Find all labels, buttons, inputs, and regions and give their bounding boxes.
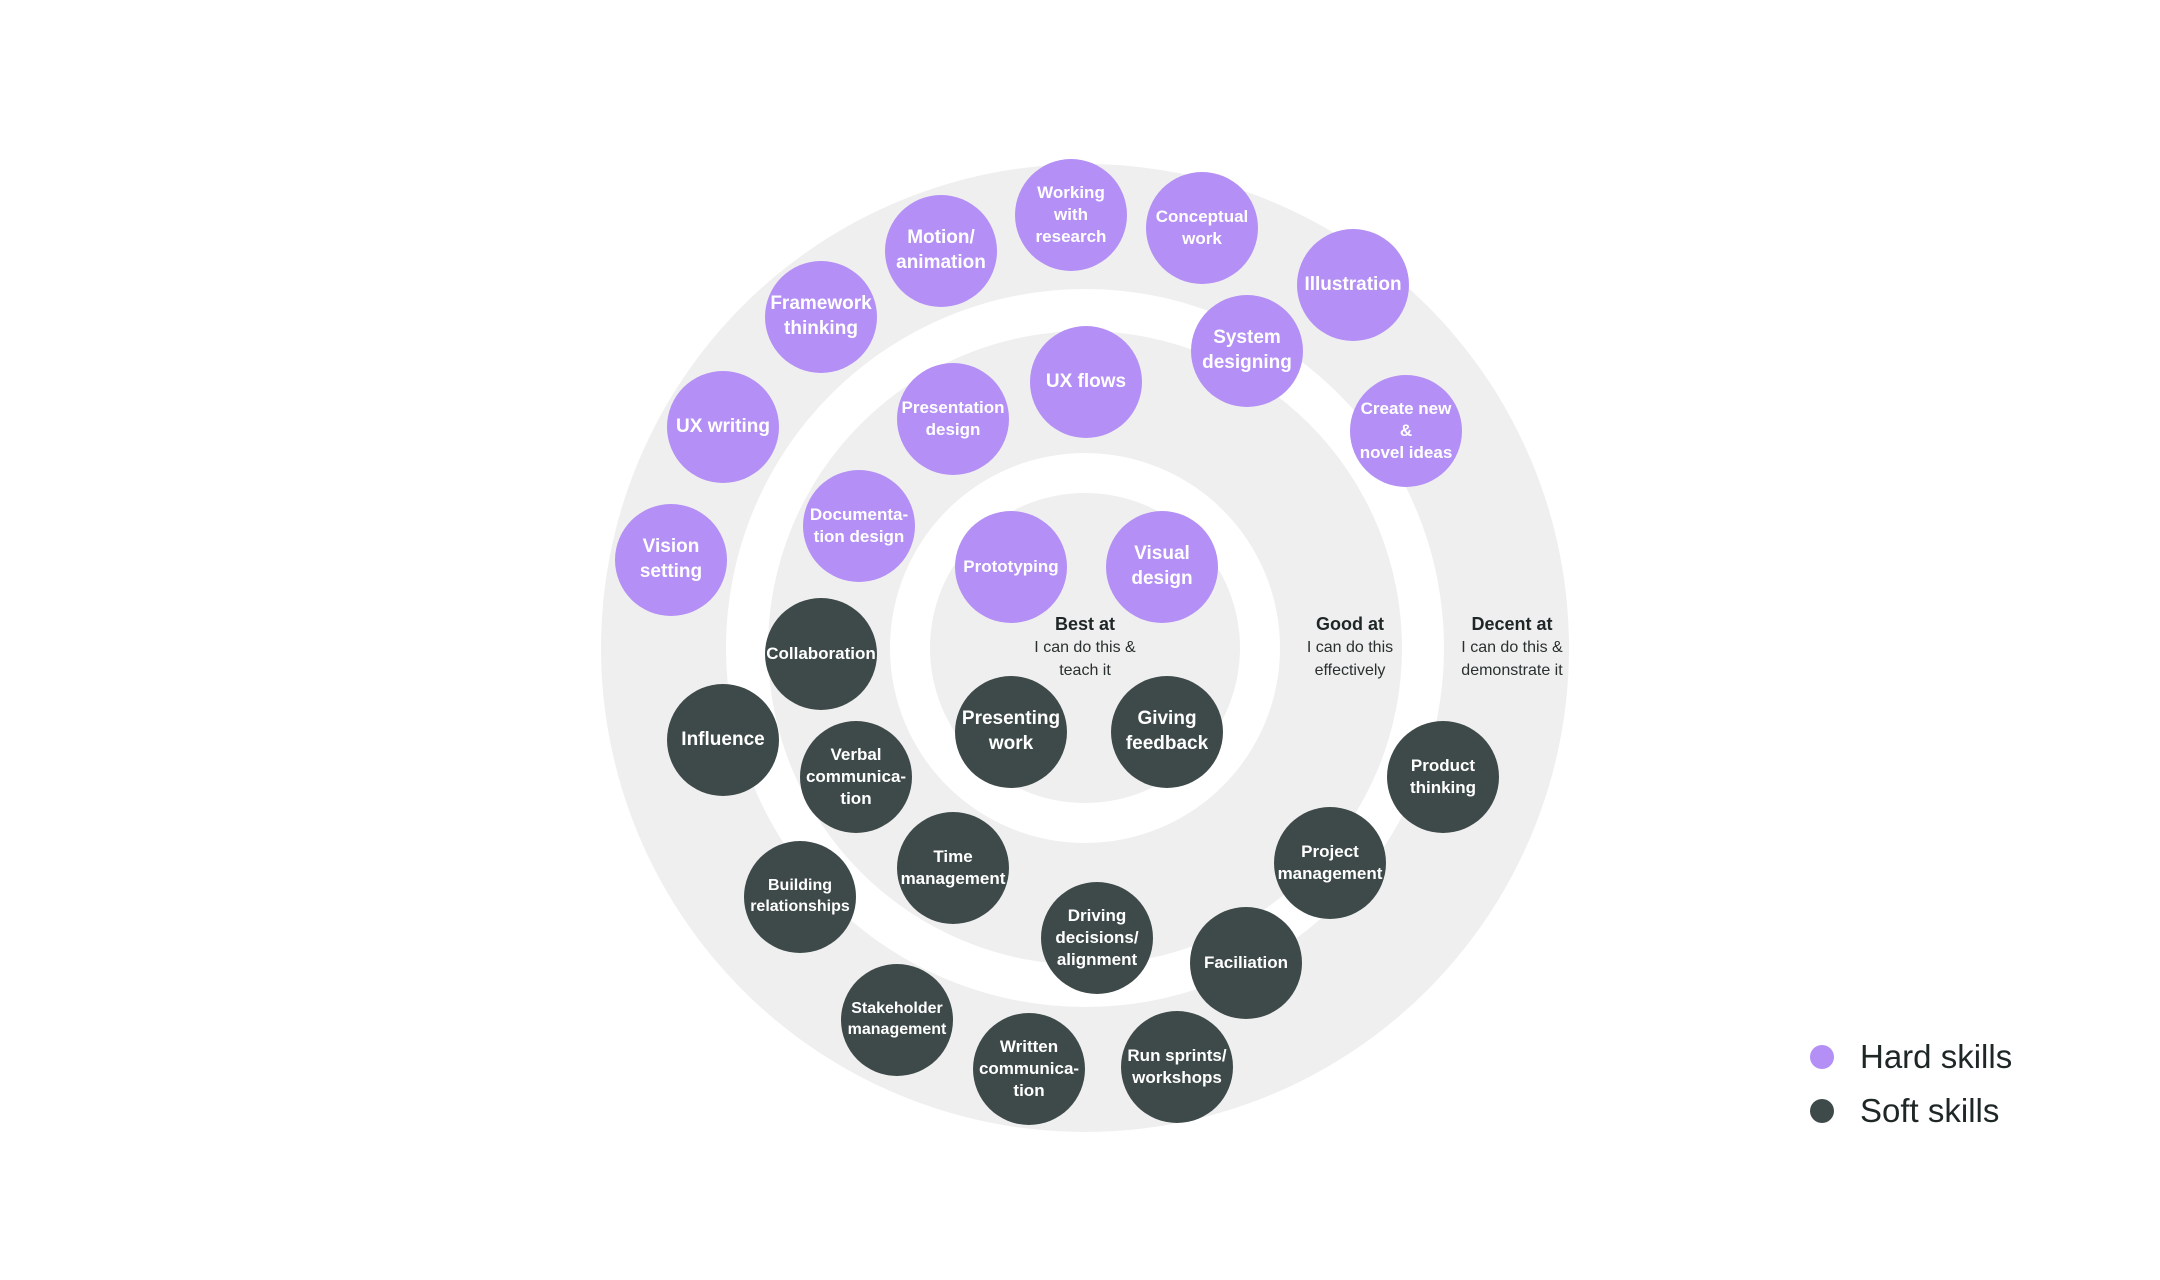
skill-bubble: Prototyping <box>955 511 1067 623</box>
skill-bubble: UX writing <box>667 371 779 483</box>
level-title: Decent at <box>1471 614 1553 634</box>
skill-bubble: Collaboration <box>765 598 877 710</box>
skill-bubble: Influence <box>667 684 779 796</box>
level-description: I can do this & demonstrate it <box>1461 639 1563 679</box>
skill-bubble: Framework thinking <box>765 261 877 373</box>
skill-bubble: Working with research <box>1015 159 1127 271</box>
level-label-best: Best at I can do this & teach it <box>1010 612 1160 682</box>
skill-bubble: Documenta- tion design <box>803 470 915 582</box>
skill-bubble: Motion/ animation <box>885 195 997 307</box>
skill-bubble: Project management <box>1274 807 1386 919</box>
skill-bubble: Verbal communica- tion <box>800 721 912 833</box>
skill-bubble: Building relationships <box>744 841 856 953</box>
skill-bubble: Stakeholder management <box>841 964 953 1076</box>
skill-bubble: Faciliation <box>1190 907 1302 1019</box>
legend-label: Soft skills <box>1860 1092 2000 1129</box>
skill-bubble: Create new & novel ideas <box>1350 375 1462 487</box>
skill-bubble: Presentation design <box>897 363 1009 475</box>
level-title: Good at <box>1316 614 1384 634</box>
hard-skill-dot-icon <box>1810 1045 1834 1069</box>
level-label-decent: Decent at I can do this & demonstrate it <box>1432 612 1592 682</box>
skill-bubble: System designing <box>1191 295 1303 407</box>
skill-bubble: Giving feedback <box>1111 676 1223 788</box>
skill-bubble: UX flows <box>1030 326 1142 438</box>
skill-bubble: Run sprints/ workshops <box>1121 1011 1233 1123</box>
level-title: Best at <box>1054 614 1116 634</box>
legend-item-soft: Soft skills <box>1810 1084 2012 1138</box>
skill-bubble: Illustration <box>1297 229 1409 341</box>
skill-bubble: Time management <box>897 812 1009 924</box>
level-description: I can do this & teach it <box>1034 639 1136 679</box>
legend-item-hard: Hard skills <box>1810 1030 2012 1084</box>
skill-bubble: Presenting work <box>955 676 1067 788</box>
skill-bubble: Written communica- tion <box>973 1013 1085 1125</box>
legend: Hard skills Soft skills <box>1810 1030 2012 1138</box>
level-description: I can do this effectively <box>1306 639 1394 679</box>
skill-bubble: Vision setting <box>615 504 727 616</box>
level-label-good: Good at I can do this effectively <box>1275 612 1425 682</box>
skill-bubble: Driving decisions/ alignment <box>1041 882 1153 994</box>
skill-bubble: Product thinking <box>1387 721 1499 833</box>
skill-bubble: Visual design <box>1106 511 1218 623</box>
legend-label: Hard skills <box>1860 1038 2013 1075</box>
skill-bubble: Conceptual work <box>1146 172 1258 284</box>
soft-skill-dot-icon <box>1810 1099 1834 1123</box>
